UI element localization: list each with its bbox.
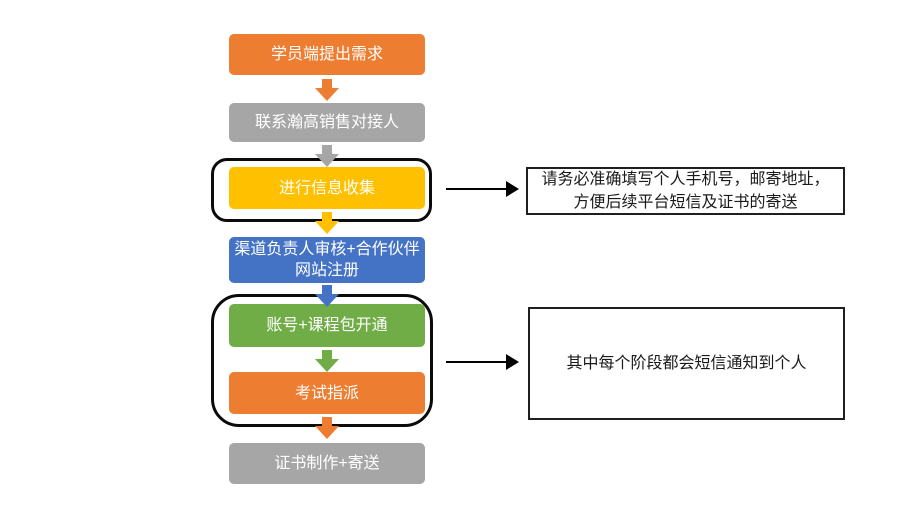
flow-node-label: 账号+课程包开通	[266, 317, 388, 334]
annotation-line1: 请务必准确填写个人手机号，邮寄地址，	[541, 171, 830, 188]
flow-node-certificate-delivery: 证书制作+寄送	[229, 443, 425, 484]
down-arrow-icon	[315, 79, 339, 101]
down-arrow-icon	[315, 285, 339, 307]
flow-node-exam-assignment: 考试指派	[229, 372, 425, 414]
annotation-phone-address-note: 请务必准确填写个人手机号，邮寄地址， 方便后续平台短信及证书的寄送	[526, 167, 845, 215]
flow-node-label: 进行信息收集	[278, 179, 375, 197]
annotation-sms-notice-note: 其中每个阶段都会短信通知到个人	[528, 307, 845, 420]
flow-node-channel-review-registration: 渠道负责人审核+合作伙伴 网站注册	[229, 237, 425, 283]
flow-node-label-line2: 网站注册	[294, 262, 359, 279]
flow-node-label: 学员端提出需求	[270, 46, 383, 63]
annotation-text: 其中每个阶段都会短信通知到个人	[566, 355, 807, 372]
down-arrow-icon	[315, 350, 339, 372]
down-arrow-icon	[315, 145, 339, 167]
flow-node-contact-sales: 联系瀚高销售对接人	[229, 103, 425, 142]
flow-node-label: 联系瀚高销售对接人	[254, 114, 399, 131]
flow-node-student-request: 学员端提出需求	[229, 34, 425, 75]
flow-node-label: 证书制作+寄送	[274, 455, 380, 472]
down-arrow-icon	[315, 417, 339, 439]
annotation-line2: 方便后续平台短信及证书的寄送	[573, 194, 798, 211]
down-arrow-icon	[315, 212, 339, 234]
flow-node-label: 考试指派	[294, 384, 359, 402]
flow-node-label-line1: 渠道负责人审核+合作伙伴	[234, 241, 420, 258]
flow-node-info-collection: 进行信息收集	[229, 167, 425, 209]
flow-node-account-course-activation: 账号+课程包开通	[229, 304, 425, 347]
